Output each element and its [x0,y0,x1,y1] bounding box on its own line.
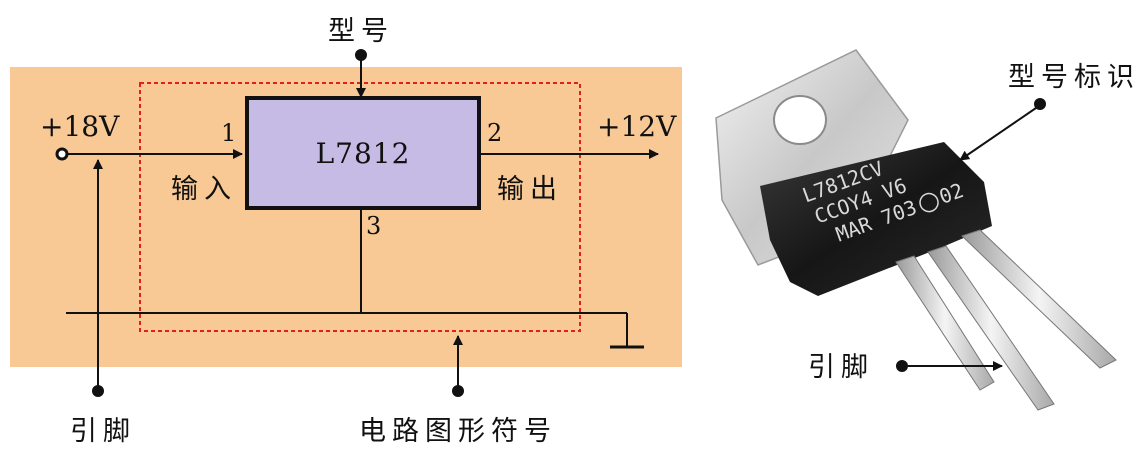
model-marking-pointer [959,107,1037,161]
pins-right-dot [896,360,908,372]
lead-2 [927,245,1055,411]
chip-name: L7812 [316,137,411,170]
pin3-label: 3 [366,212,381,240]
pin1-label: 1 [221,119,236,147]
input-terminal [55,147,69,161]
model-dot [355,49,367,61]
model-marking-dot [1034,98,1046,110]
input-label: 输入 [171,174,237,205]
pin2-label: 2 [487,119,502,147]
country-code-circle [919,192,939,213]
model-marking-label: 型号标识 [1008,62,1140,93]
circuit-symbol-dot [452,385,464,397]
circuit-symbol-label: 电路图形符号 [359,416,557,447]
output-label: 输出 [497,174,563,205]
regulator-chip [245,96,481,210]
regulator-photo: L7812CV CCOY4 V6 MAR 703 02 [715,49,1117,411]
pins-left-dot [92,385,104,397]
pins-left-label: 引脚 [70,416,136,447]
package-body [760,142,992,296]
output-voltage-label: +12V [597,110,677,143]
input-voltage-label: +18V [40,110,120,143]
mounting-hole [773,95,827,145]
pins-right-label: 引脚 [808,352,874,383]
lead-1 [895,255,995,391]
lead-3 [961,229,1117,369]
model-label: 型号 [328,16,394,47]
